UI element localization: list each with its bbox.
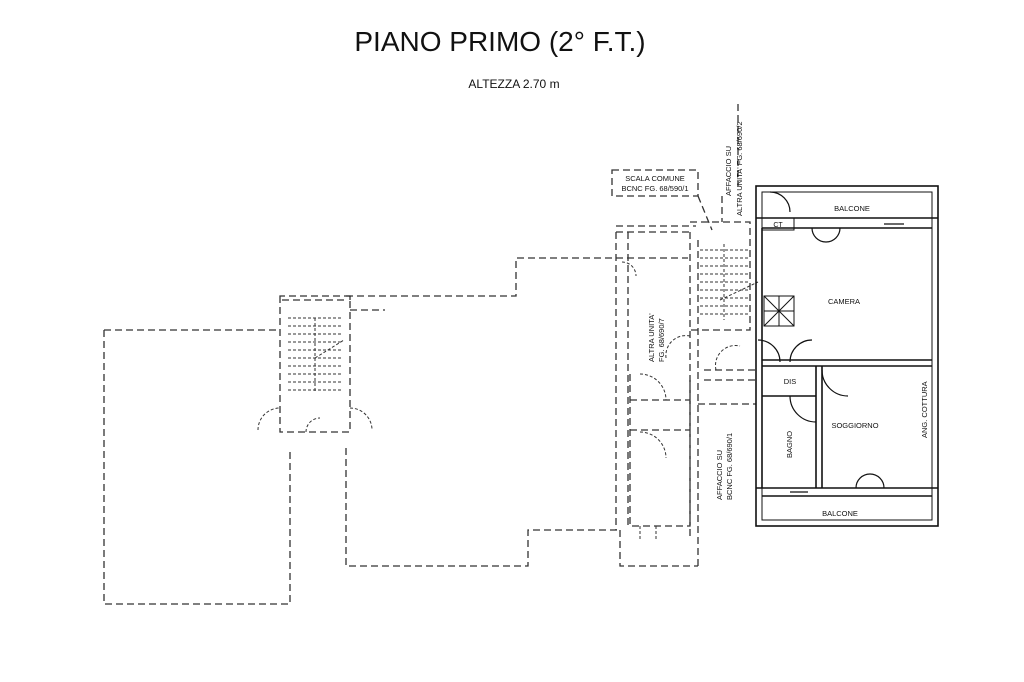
stair-left: [288, 317, 345, 392]
label-scala-comune-1: SCALA COMUNE: [625, 174, 685, 183]
label-balcone-top: BALCONE: [834, 204, 870, 213]
room-labels: SCALA COMUNE BCNC FG. 68/590/1 AFFACCIO …: [621, 121, 929, 518]
label-altra-unita-2: FG. 68/690/7: [657, 318, 666, 362]
label-affaccio-bottom-2: BCNC FG. 68/690/1: [725, 433, 734, 500]
plan-height: ALTEZZA 2.70 m: [468, 77, 560, 91]
apartment-walls: [755, 185, 939, 527]
label-ct: CT: [773, 222, 783, 229]
label-camera: CAMERA: [828, 297, 860, 306]
label-affaccio-top-2: ALTRA UNITA' FG. 68/690/2: [735, 121, 744, 216]
label-scala-comune-2: BCNC FG. 68/590/1: [621, 184, 688, 193]
label-affaccio-bottom-1: AFFACCIO SU: [715, 450, 724, 500]
apartment-doors: [757, 191, 904, 493]
label-affaccio-top-1: AFFACCIO SU: [724, 146, 733, 196]
dashed-outlines: [103, 104, 756, 605]
label-ang-cottura: ANG. COTTURA: [920, 381, 929, 438]
label-altra-unita-1: ALTRA UNITA': [647, 313, 656, 362]
label-bagno: BAGNO: [785, 431, 794, 458]
stair-common: [700, 244, 759, 320]
label-balcone-bottom: BALCONE: [822, 509, 858, 518]
label-soggiorno: SOGGIORNO: [831, 421, 878, 430]
fireplace-symbol: [763, 295, 795, 327]
dashed-doors: [257, 261, 741, 540]
label-dis: DIS: [784, 377, 797, 386]
plan-title: PIANO PRIMO (2° F.T.): [354, 26, 646, 57]
